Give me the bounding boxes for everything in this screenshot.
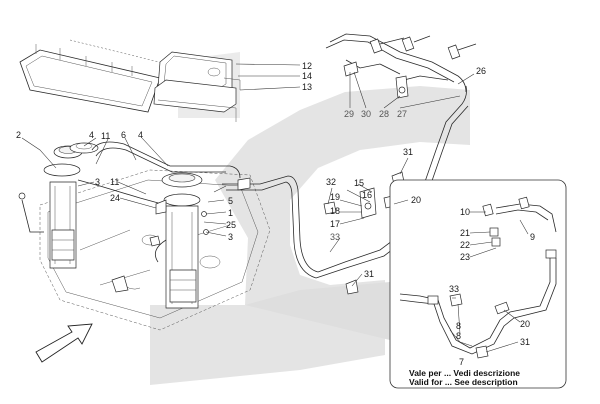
label-1: 1 [228, 208, 233, 218]
label-27: 27 [397, 109, 407, 119]
part-labels: 12 14 13 2 4 11 6 4 3 11 24 5 1 25 3 26 … [16, 61, 535, 367]
label-25: 25 [226, 220, 236, 230]
label-15: 15 [354, 178, 364, 188]
label-21: 21 [460, 228, 470, 238]
label-2: 2 [16, 130, 21, 140]
label-20-top: 20 [411, 195, 421, 205]
label-33-inset: 33 [449, 284, 459, 294]
label-29: 29 [344, 109, 354, 119]
label-11-left: 11 [101, 131, 110, 141]
label-4-right: 4 [138, 130, 143, 140]
label-4-left: 4 [89, 130, 94, 140]
label-33-center: 33 [330, 232, 340, 242]
leader-lines [21, 63, 529, 353]
label-31-top: 31 [403, 147, 413, 157]
line-connectors [111, 35, 477, 295]
label-17: 17 [330, 219, 340, 229]
label-18: 18 [330, 206, 340, 216]
label-19: 19 [330, 192, 340, 202]
label-6: 6 [121, 130, 126, 140]
note-english: Valid for ... See description [409, 377, 518, 387]
label-31-inset: 31 [520, 337, 530, 347]
label-22: 22 [460, 240, 470, 250]
pump-access-cover [153, 51, 241, 122]
label-28: 28 [379, 109, 389, 119]
label-7: 7 [459, 357, 464, 367]
label-9: 9 [530, 232, 535, 242]
label-3-bottom: 3 [228, 232, 233, 242]
note-italian: Vale per ... Vedi descrizione [409, 368, 520, 378]
left-fuel-pump-assembly [18, 142, 99, 269]
label-8-upper: 8 [456, 321, 461, 331]
right-fuel-pump-assembly [154, 172, 209, 309]
label-3-top: 3 [95, 177, 100, 187]
label-30: 30 [361, 109, 371, 119]
label-20-inset: 20 [520, 319, 530, 329]
label-31-center: 31 [364, 269, 374, 279]
label-32: 32 [326, 177, 336, 187]
label-12: 12 [302, 61, 312, 71]
label-11-right: 11 [110, 177, 119, 187]
label-13: 13 [302, 82, 312, 92]
label-24: 24 [110, 193, 120, 203]
label-23: 23 [460, 252, 470, 262]
label-5: 5 [228, 196, 233, 206]
label-10: 10 [460, 207, 470, 217]
label-16: 16 [362, 190, 372, 200]
direction-arrow-icon [35, 323, 93, 363]
label-8-lower: 8 [456, 331, 461, 341]
label-14: 14 [302, 71, 312, 81]
label-26: 26 [476, 66, 486, 76]
variant-inset-box [389, 179, 567, 389]
